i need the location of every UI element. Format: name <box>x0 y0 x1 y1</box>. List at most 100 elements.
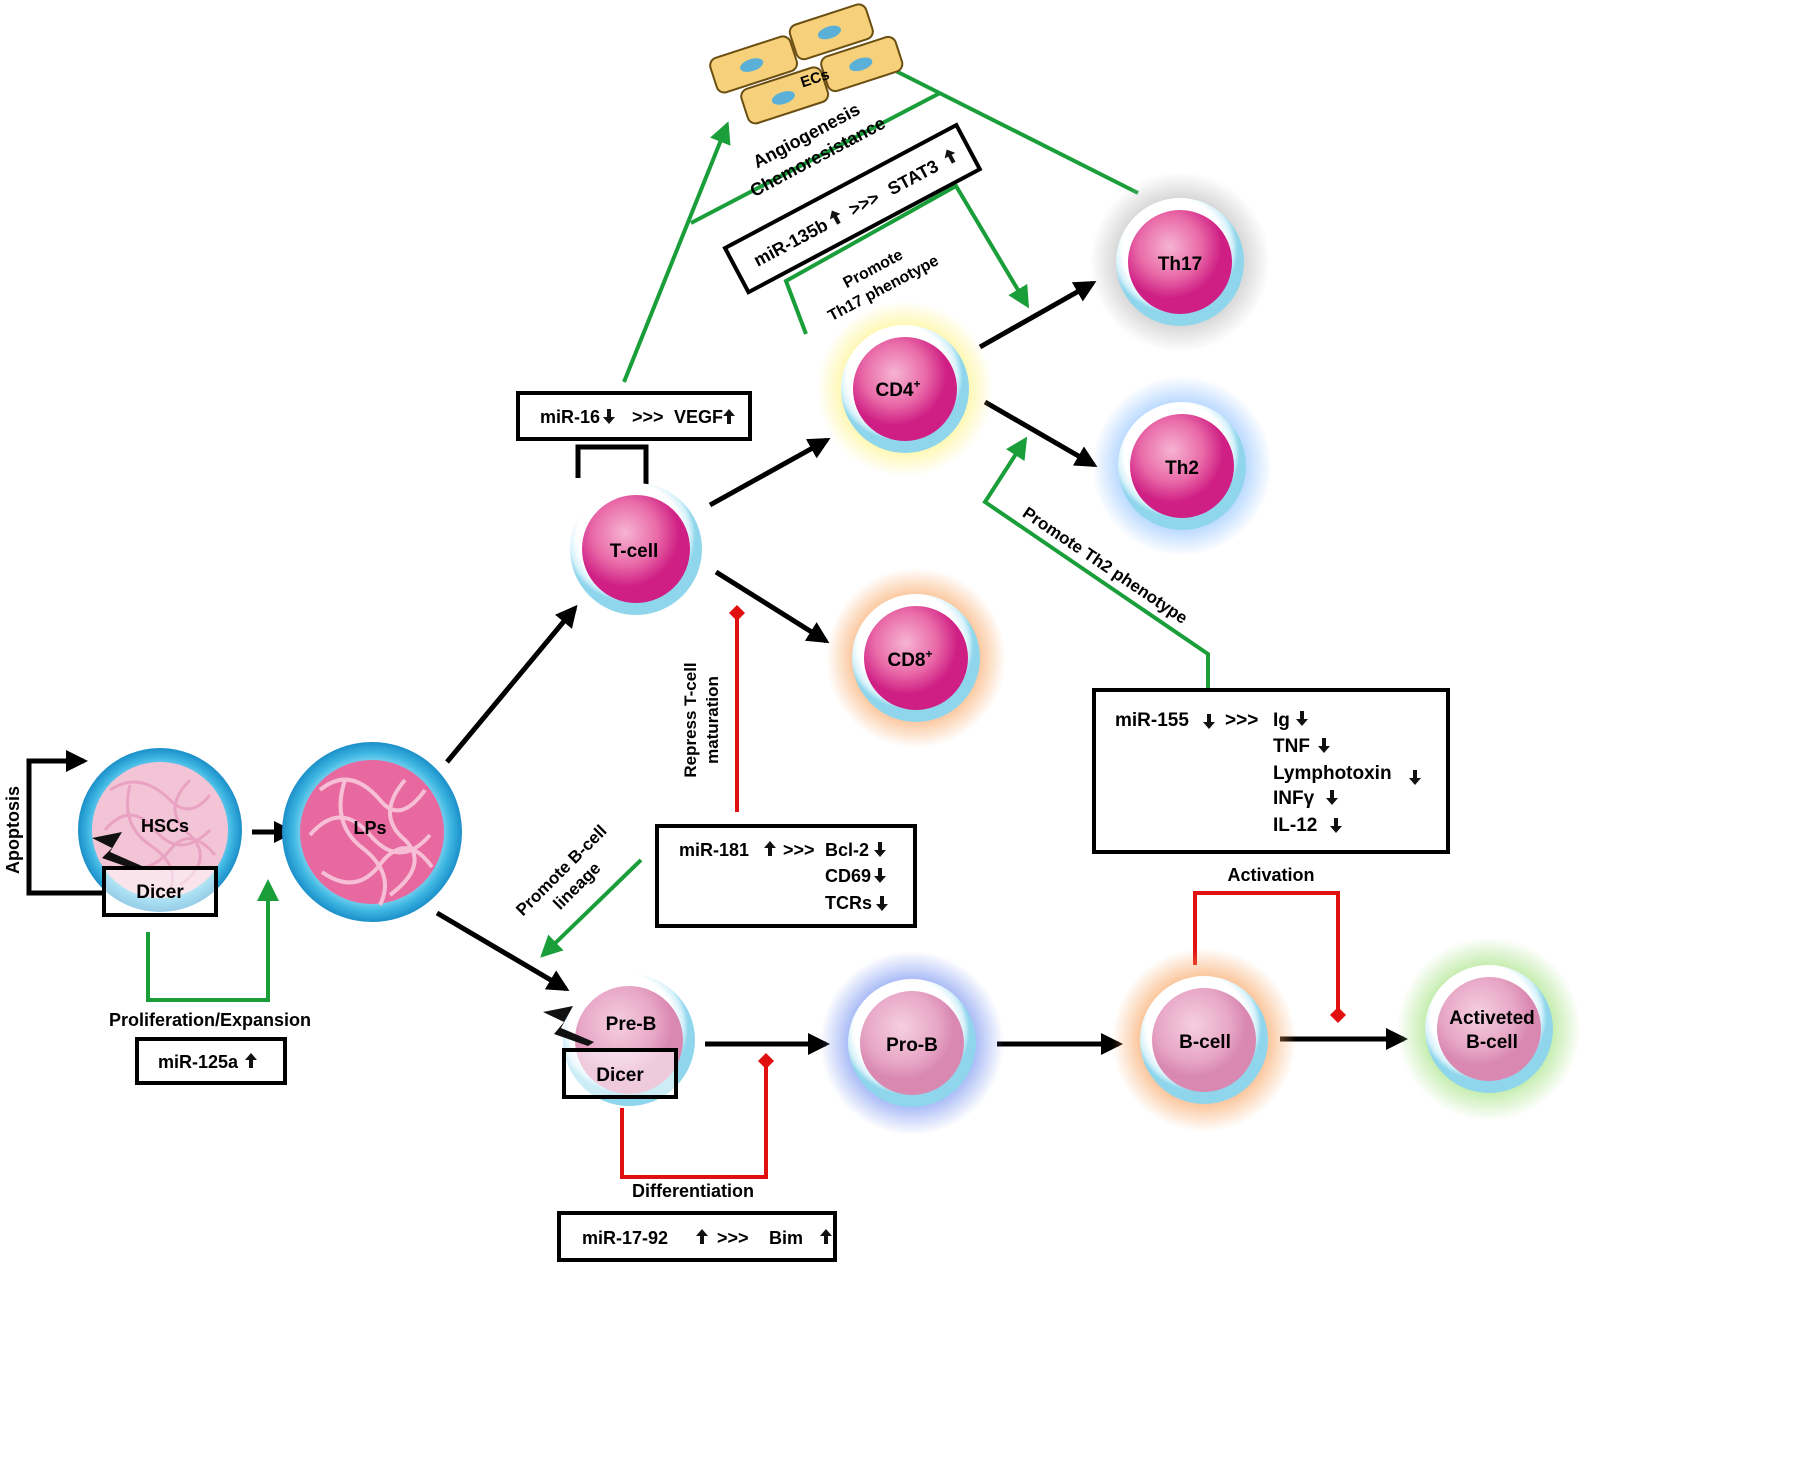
lightning-icon <box>543 1006 594 1046</box>
cell-label-activated-2: B-cell <box>1466 1032 1518 1053</box>
box-mir1792: miR-17-92 >>> Bim <box>557 1211 837 1262</box>
cell-cd4: CD4+ <box>817 301 993 477</box>
arrow-cd4-to-th17 <box>978 280 1097 350</box>
arrow-th17-to-ecs <box>866 56 1139 195</box>
arrow-differentiation <box>620 1053 774 1179</box>
box-mir155: miR-155 >>> Ig TNF Lymphotoxin INFγ IL-1… <box>1092 688 1450 854</box>
box-mir16-label: miR-16 <box>540 407 600 427</box>
box-mir16-target: VEGF <box>674 407 723 427</box>
label-repress-group: Repress T-cell maturation <box>681 662 722 777</box>
cell-label-cd4-sup: + <box>914 377 921 391</box>
red-arrows <box>620 605 1346 1179</box>
cell-bcell: B-cell <box>1112 948 1296 1132</box>
svg-text:CD8+: CD8+ <box>887 647 932 671</box>
cell-th2: Th2 <box>1092 376 1272 556</box>
arrow-down-icon <box>603 409 615 424</box>
box-mir181-label: miR-181 <box>679 840 749 860</box>
cell-label-hscs: HSCs <box>141 816 189 836</box>
arrow-tcell-self-loop <box>575 444 657 509</box>
cell-cd8: CD8+ <box>826 568 1006 748</box>
arrow-up-icon <box>944 149 956 164</box>
dicer-box-preb <box>562 1048 678 1099</box>
arrow-tcell-to-cd4 <box>708 437 831 508</box>
cell-label-bcell: B-cell <box>1179 1032 1231 1053</box>
arrow-lps-to-preb <box>435 910 570 992</box>
arrow-down-icon <box>1409 770 1421 785</box>
cell-label-cd8-sup: + <box>926 647 933 661</box>
dicer-label-hscs: Dicer <box>136 882 184 903</box>
box-mir181: miR-181 >>> Bcl-2 CD69 TCRs <box>655 824 917 928</box>
arrow-down-icon <box>1318 738 1330 753</box>
arrow-up-icon <box>723 409 735 424</box>
arrow-down-icon <box>1326 790 1338 805</box>
arrow-promote-th17 <box>783 183 1030 335</box>
arrow-down-icon <box>1296 711 1308 726</box>
label-repress-1: Repress T-cell <box>681 662 700 777</box>
box-mir1792-sep: >>> <box>717 1228 749 1248</box>
cell-label-cd8: CD8 <box>887 650 925 671</box>
svg-text:CD4+: CD4+ <box>875 377 920 401</box>
arrow-down-icon <box>1330 818 1342 833</box>
box-mir155-t2: Lymphotoxin <box>1273 763 1392 784</box>
box-mir181-t1: CD69 <box>825 866 871 886</box>
cell-label-activated-1: Activeted <box>1449 1008 1535 1029</box>
cell-label-preb: Pre-B <box>606 1014 657 1035</box>
dicer-label-preb: Dicer <box>596 1065 644 1086</box>
black-arrows <box>26 280 1408 1055</box>
box-mir16: miR-16 >>> VEGF <box>516 391 752 441</box>
arrow-down-icon <box>874 842 886 857</box>
arrow-activation <box>1193 891 1346 1023</box>
cell-label-th17: Th17 <box>1158 254 1202 275</box>
ecs-cluster: ECs <box>709 3 904 125</box>
arrow-up-icon <box>820 1229 832 1244</box>
box-mir181-t2: TCRs <box>825 893 872 913</box>
box-mir155-label: miR-155 <box>1115 710 1189 731</box>
arrow-proliferation <box>146 879 279 1002</box>
cell-label-lps: LPs <box>353 818 386 838</box>
arrow-tcell-to-cd8 <box>714 569 830 644</box>
cell-lps: LPs <box>282 742 462 922</box>
arrow-down-icon <box>874 868 886 883</box>
box-mir155-t4: IL-12 <box>1273 815 1317 836</box>
arrow-up-icon <box>829 210 841 225</box>
box-mir1792-label: miR-17-92 <box>582 1228 668 1248</box>
cell-tcell: T-cell <box>570 483 702 615</box>
arrow-up-icon <box>696 1229 708 1244</box>
label-apoptosis: Apoptosis <box>3 786 23 874</box>
arrow-up-icon <box>764 841 776 856</box>
cell-label-prob: Pro-B <box>886 1035 938 1056</box>
cell-label-cd4: CD4 <box>875 380 913 401</box>
label-differentiation: Differentiation <box>632 1181 754 1201</box>
cell-label-tcell: T-cell <box>610 541 659 562</box>
box-mir155-t3: INFγ <box>1273 788 1315 809</box>
label-promote-b-group: Promote B-cell lineage <box>512 821 610 919</box>
cell-label-th2: Th2 <box>1165 458 1199 479</box>
arrow-down-icon <box>1203 714 1215 729</box>
arrow-apoptosis-loop <box>26 750 104 896</box>
label-repress-2: maturation <box>703 676 722 764</box>
label-activation: Activation <box>1227 865 1314 885</box>
green-arrows <box>146 56 1210 1002</box>
arrow-promote-th2 <box>982 436 1210 690</box>
cell-activated-bcell: Activeted B-cell <box>1397 937 1581 1121</box>
cell-prob: Pro-B <box>820 951 1004 1135</box>
arrow-lps-to-tcell <box>445 604 578 764</box>
arrow-tcell-to-angiogenesis <box>622 121 731 383</box>
box-mir125a-label: miR-125a <box>158 1052 239 1072</box>
box-mir16-sep: >>> <box>632 407 664 427</box>
arrow-down-icon <box>876 896 888 911</box>
box-mir181-t0: Bcl-2 <box>825 840 869 860</box>
box-mir125a: miR-125a <box>135 1037 287 1085</box>
box-mir155-t0: Ig <box>1273 710 1290 731</box>
arrow-promote-b-lineage <box>540 858 643 958</box>
arrow-branch-to-ecs <box>690 91 941 225</box>
box-mir155-t1: TNF <box>1273 736 1310 757</box>
lightning-icon <box>92 832 142 870</box>
arrow-cd4-to-th2 <box>983 399 1098 468</box>
cell-th17: Th17 <box>1090 172 1270 352</box>
dicer-box-hscs <box>102 866 218 917</box>
arrow-up-icon <box>245 1053 257 1068</box>
box-mir181-sep: >>> <box>783 840 815 860</box>
